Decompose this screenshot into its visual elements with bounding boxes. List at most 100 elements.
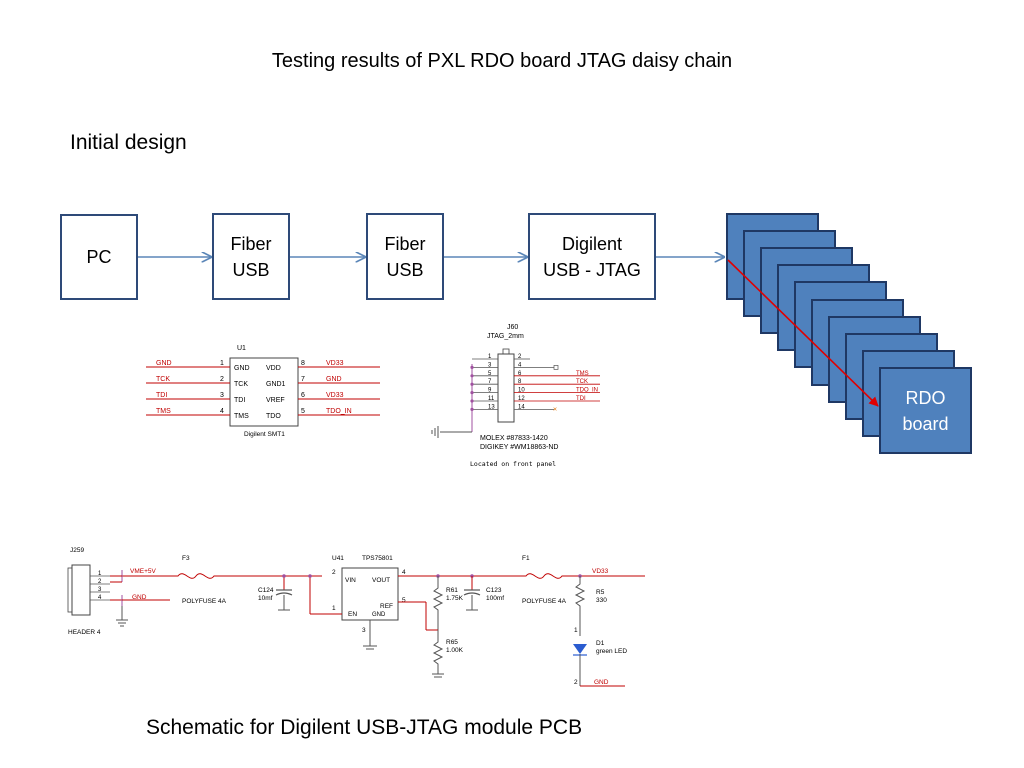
en-pin: EN bbox=[348, 611, 357, 618]
daisy-chain-line bbox=[727, 259, 879, 407]
j60-pin-right: 10 bbox=[518, 388, 525, 394]
digilent-block: Digilent USB - JTAG bbox=[528, 213, 656, 300]
header-pin: 2 bbox=[98, 579, 102, 585]
no-connect-icon: × bbox=[553, 406, 557, 413]
led-pin-2: 2 bbox=[574, 679, 578, 686]
u1-pin-label: VREF bbox=[266, 397, 285, 404]
u1-pin-label: VDD bbox=[266, 365, 281, 372]
j60-pin-left: 7 bbox=[488, 379, 492, 385]
fiber-usb-block-1: Fiber USB bbox=[212, 213, 290, 300]
j60-pin-right: 14 bbox=[518, 404, 525, 410]
j60-pin-left: 13 bbox=[488, 404, 495, 410]
c123-ref: C123 bbox=[486, 587, 502, 594]
u1-pin-label: TDO bbox=[266, 413, 281, 420]
u1-net-right: TDO_IN bbox=[326, 408, 352, 415]
r61-ref: R61 bbox=[446, 587, 458, 594]
u1-pin-number: 4 bbox=[220, 408, 224, 415]
j60-pin-left: 5 bbox=[488, 371, 492, 377]
header-pin: 4 bbox=[98, 595, 102, 601]
j60-pin-left: 9 bbox=[488, 388, 492, 394]
fiber-usb-block-2: Fiber USB bbox=[366, 213, 444, 300]
u1-net-left: TCK bbox=[156, 376, 170, 383]
digilent-label: Digilent USB - JTAG bbox=[543, 233, 641, 280]
r65-ref: R65 bbox=[446, 639, 458, 646]
f3-ref: F3 bbox=[182, 555, 190, 562]
j60-net: TDI bbox=[576, 396, 586, 402]
r61-value: 1.75K bbox=[446, 595, 464, 602]
u1-pin-number: 3 bbox=[220, 392, 224, 399]
u1-part: Digilent SMT1 bbox=[244, 431, 285, 438]
ref-pin: REF bbox=[380, 603, 393, 610]
vd33-label: VD33 bbox=[592, 568, 609, 575]
slide-title: Testing results of PXL RDO board JTAG da… bbox=[271, 50, 733, 72]
j60-net: TMS bbox=[576, 371, 589, 377]
c124-ref: C124 bbox=[258, 587, 274, 594]
vme-label: VME+5V bbox=[130, 568, 156, 575]
j60-ref: J60 bbox=[507, 324, 518, 331]
f1-value: POLYFUSE 4A bbox=[522, 598, 567, 605]
digikey-label: DIGIKEY #WM18863-ND bbox=[480, 444, 558, 451]
j60-pin-right: 12 bbox=[518, 396, 525, 402]
r65-value: 1.00K bbox=[446, 647, 464, 654]
rdo-board-label: RDO board bbox=[902, 387, 949, 434]
r5-ref: R5 bbox=[596, 589, 605, 596]
j60-pin-left: 1 bbox=[488, 354, 492, 360]
led-pin-1: 1 bbox=[574, 627, 578, 634]
j60-part: JTAG_2mm bbox=[487, 333, 524, 340]
pc-label: PC bbox=[86, 247, 112, 267]
gnd-pin: GND bbox=[372, 612, 386, 618]
location-label: Located on front panel bbox=[470, 460, 556, 468]
u1-pin-number: 5 bbox=[301, 408, 305, 415]
header-pin: 1 bbox=[98, 571, 102, 577]
j259-ref: J259 bbox=[70, 547, 84, 554]
pin-2: 2 bbox=[332, 569, 336, 576]
d1-ref: D1 bbox=[596, 640, 605, 647]
vout-pin: VOUT bbox=[372, 577, 390, 584]
fiber-usb-label-2: Fiber USB bbox=[384, 233, 426, 280]
j60-pin-right: 6 bbox=[518, 371, 522, 377]
tps-part: TPS75801 bbox=[362, 555, 393, 562]
c123-value: 100mf bbox=[486, 595, 504, 602]
u1-net-left: GND bbox=[156, 360, 172, 367]
u1-pin-number: 8 bbox=[301, 360, 305, 367]
pin-4: 4 bbox=[402, 569, 406, 576]
header-name: HEADER 4 bbox=[68, 629, 101, 636]
u1-ref: U1 bbox=[237, 345, 246, 352]
u1-net-left: TDI bbox=[156, 392, 167, 399]
u1-pin-label: GND bbox=[234, 365, 250, 372]
pc-block: PC bbox=[60, 214, 138, 300]
led-gnd-label: GND bbox=[594, 679, 609, 686]
j60-pin-right: 8 bbox=[518, 379, 522, 385]
pin-1: 1 bbox=[332, 605, 336, 612]
u1-pin-number: 7 bbox=[301, 376, 305, 383]
molex-label: MOLEX #87833-1420 bbox=[480, 435, 548, 442]
u1-pin-number: 2 bbox=[220, 376, 224, 383]
f3-value: POLYFUSE 4A bbox=[182, 598, 227, 605]
pin-3: 3 bbox=[362, 627, 366, 634]
u1-pin-label: TMS bbox=[234, 413, 249, 420]
u1-pin-label: TDI bbox=[234, 397, 245, 404]
f1-ref: F1 bbox=[522, 555, 530, 562]
j60-pin-left: 3 bbox=[488, 362, 492, 368]
pin-5: 5 bbox=[402, 597, 406, 604]
r5-value: 330 bbox=[596, 597, 607, 604]
fiber-usb-label-1: Fiber USB bbox=[230, 233, 272, 280]
u1-pin-number: 1 bbox=[220, 360, 224, 367]
u41-ref: U41 bbox=[332, 555, 344, 562]
vin-pin: VIN bbox=[345, 577, 356, 584]
schematic-caption: Schematic for Digilent USB-JTAG module P… bbox=[146, 716, 583, 739]
d1-value: green LED bbox=[596, 648, 627, 655]
u1-pin-number: 6 bbox=[301, 392, 305, 399]
j60-net: TCK bbox=[576, 379, 588, 385]
u1-net-right: VD33 bbox=[326, 360, 344, 367]
j60-pin-left: 11 bbox=[488, 396, 495, 402]
gnd-label: GND bbox=[132, 594, 147, 601]
j60-pin-right: 4 bbox=[518, 362, 522, 368]
u1-net-left: TMS bbox=[156, 408, 171, 415]
header-pin: 3 bbox=[98, 587, 102, 593]
